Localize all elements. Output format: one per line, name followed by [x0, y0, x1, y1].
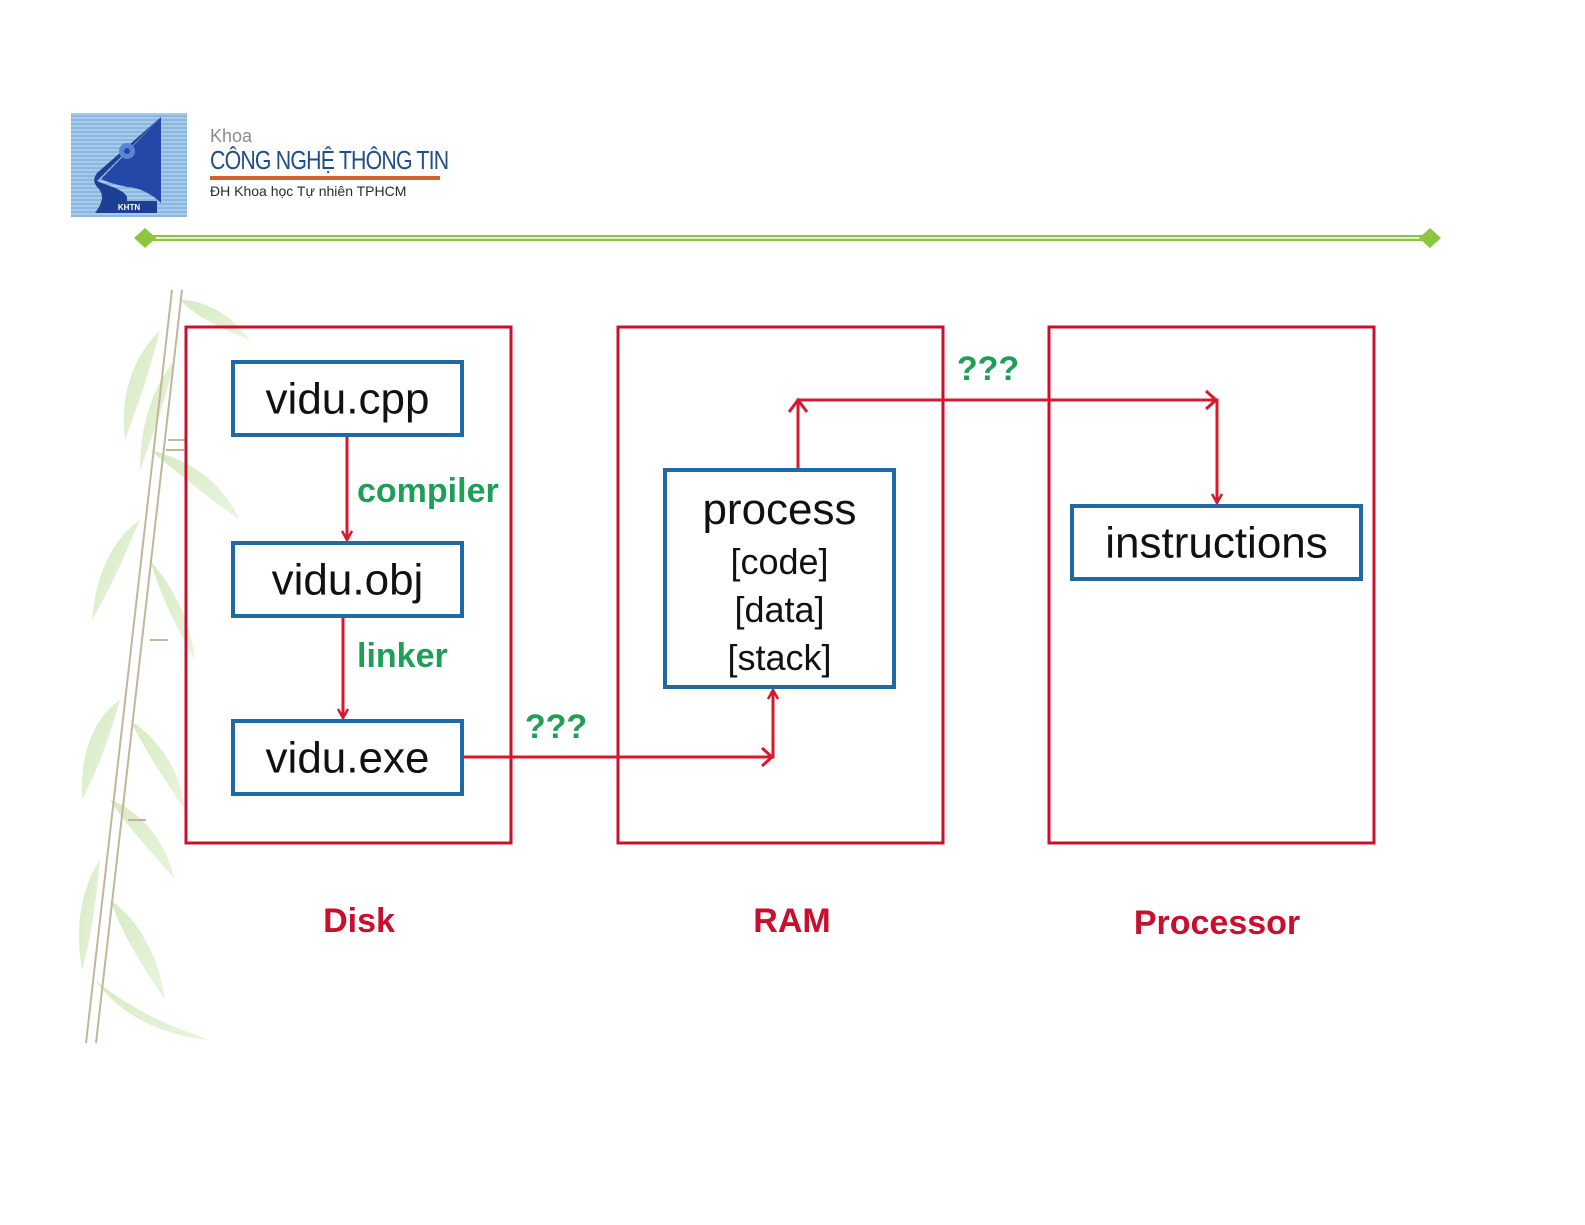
node-label-process-line-2: [data]	[734, 589, 824, 630]
node-instructions: instructions	[1072, 506, 1361, 579]
edge-obj-exe: linker	[343, 616, 448, 718]
container-label-processor: Processor	[1134, 904, 1300, 942]
edge-label-exe-process: ???	[525, 708, 587, 746]
container-label-disk: Disk	[323, 902, 395, 940]
container-label-ram: RAM	[753, 902, 830, 940]
node-process: process [code] [data] [stack]	[665, 470, 894, 687]
edge-label-process-instructions: ???	[957, 350, 1019, 388]
node-label-instructions: instructions	[1105, 519, 1328, 568]
node-label-cpp: vidu.cpp	[266, 375, 430, 424]
node-label-process-line-1: [code]	[730, 541, 828, 582]
node-label-exe: vidu.exe	[266, 734, 430, 783]
node-label-obj: vidu.obj	[272, 556, 424, 605]
edge-label-obj-exe: linker	[357, 637, 448, 675]
container-processor: Processor	[1049, 327, 1374, 942]
node-exe: vidu.exe	[233, 721, 462, 794]
edge-label-cpp-obj: compiler	[357, 472, 499, 510]
node-cpp: vidu.cpp	[233, 362, 462, 435]
node-obj: vidu.obj	[233, 543, 462, 616]
node-label-process-line-3: [stack]	[727, 637, 831, 678]
bamboo-decoration	[79, 290, 250, 1043]
node-label-process-line-0: process	[702, 485, 856, 534]
edge-cpp-obj: compiler	[347, 435, 499, 540]
